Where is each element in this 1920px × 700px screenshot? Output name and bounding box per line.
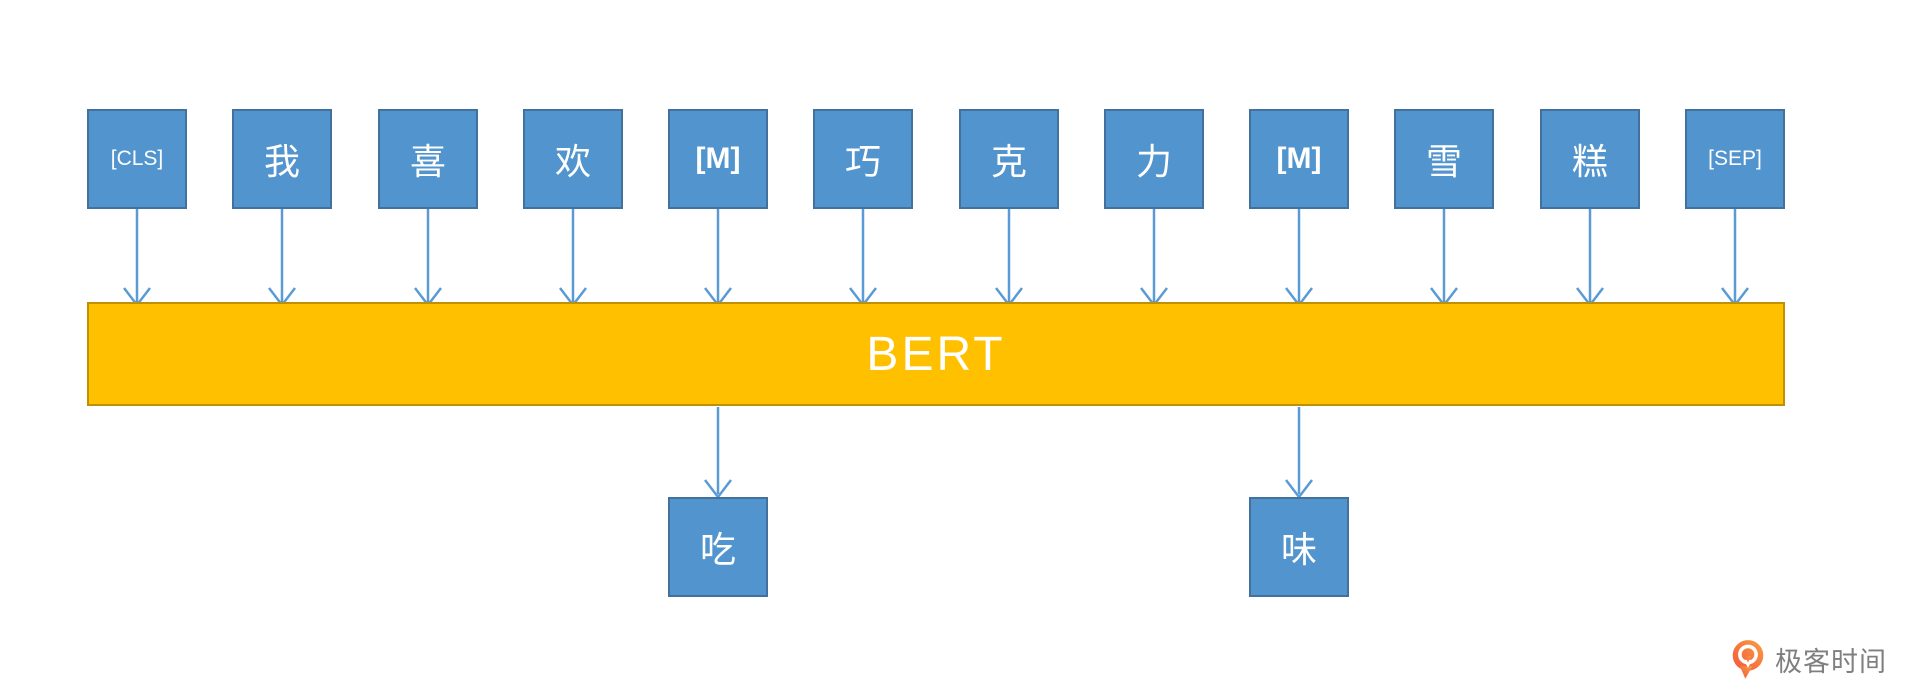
output-down-arrow xyxy=(1285,407,1313,500)
input-token-box: [SEP] xyxy=(1685,109,1785,209)
geektime-logo-text: 极客时间 xyxy=(1775,646,1887,677)
input-token-box-masked: [M] xyxy=(1249,109,1349,209)
input-token-box-masked: [M] xyxy=(668,109,768,209)
down-arrow xyxy=(123,209,151,308)
down-arrow xyxy=(1721,209,1749,308)
down-arrow xyxy=(849,209,877,308)
input-token-box: 我 xyxy=(232,109,332,209)
down-arrow xyxy=(414,209,442,308)
output-token-box: 吃 xyxy=(668,497,768,597)
down-arrow xyxy=(1285,209,1313,308)
input-token-box: 力 xyxy=(1104,109,1204,209)
input-token-box: [CLS] xyxy=(87,109,187,209)
down-arrow xyxy=(1576,209,1604,308)
down-arrow xyxy=(995,209,1023,308)
input-token-box: 喜 xyxy=(378,109,478,209)
down-arrow xyxy=(559,209,587,308)
bert-model-label: BERT xyxy=(866,327,1006,381)
down-arrow xyxy=(704,209,732,308)
input-token-box: 糕 xyxy=(1540,109,1640,209)
geektime-logo-icon xyxy=(1732,640,1764,679)
input-token-box: 克 xyxy=(959,109,1059,209)
bert-model-bar: BERT xyxy=(87,302,1785,406)
down-arrow xyxy=(268,209,296,308)
down-arrow xyxy=(1140,209,1168,308)
input-token-box: 巧 xyxy=(813,109,913,209)
geektime-logo: 极客时间 xyxy=(1730,638,1887,680)
down-arrow xyxy=(1430,209,1458,308)
output-down-arrow xyxy=(704,407,732,500)
input-token-box: 雪 xyxy=(1394,109,1494,209)
output-token-box: 味 xyxy=(1249,497,1349,597)
input-token-box: 欢 xyxy=(523,109,623,209)
